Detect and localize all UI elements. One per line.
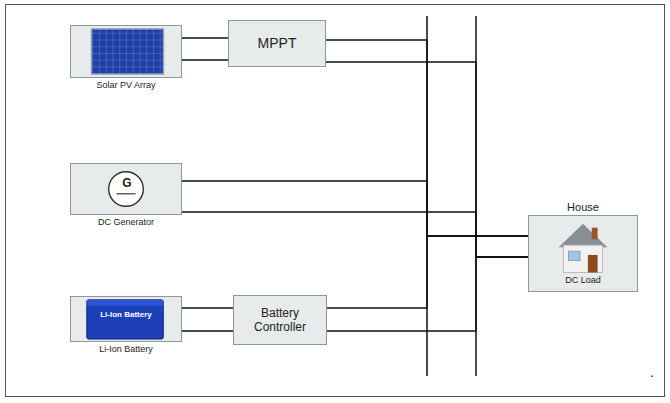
node-label: House (509, 201, 657, 213)
node-label: Li-Ion Battery (86, 310, 166, 319)
node-label: Battery Controller (234, 296, 326, 344)
component-box: MPPT (228, 20, 326, 67)
solar-illustration (71, 26, 181, 77)
outer-frame (6, 5, 665, 397)
wire-pair (182, 38, 228, 60)
node-label: G (109, 176, 145, 190)
wire-pair (182, 308, 233, 331)
node-label: MPPT (229, 21, 325, 66)
wire-pair (327, 236, 528, 331)
component-box: GDC Generator (70, 163, 182, 215)
component-box: HouseDC Load (528, 215, 638, 292)
batt-illustration (71, 297, 181, 341)
node-label: DC Generator (51, 217, 201, 227)
stray-mark: . (650, 364, 654, 380)
component-box: Battery Controller (233, 295, 327, 345)
node-label: Solar PV Array (51, 80, 201, 90)
component-box: Solar PV Array (70, 25, 182, 78)
component-box: Li-Ion BatteryLi-Ion Battery (70, 296, 182, 342)
node-label: DC Load (529, 275, 637, 285)
wire-pair (182, 181, 528, 257)
node-label: Li-Ion Battery (51, 344, 201, 354)
